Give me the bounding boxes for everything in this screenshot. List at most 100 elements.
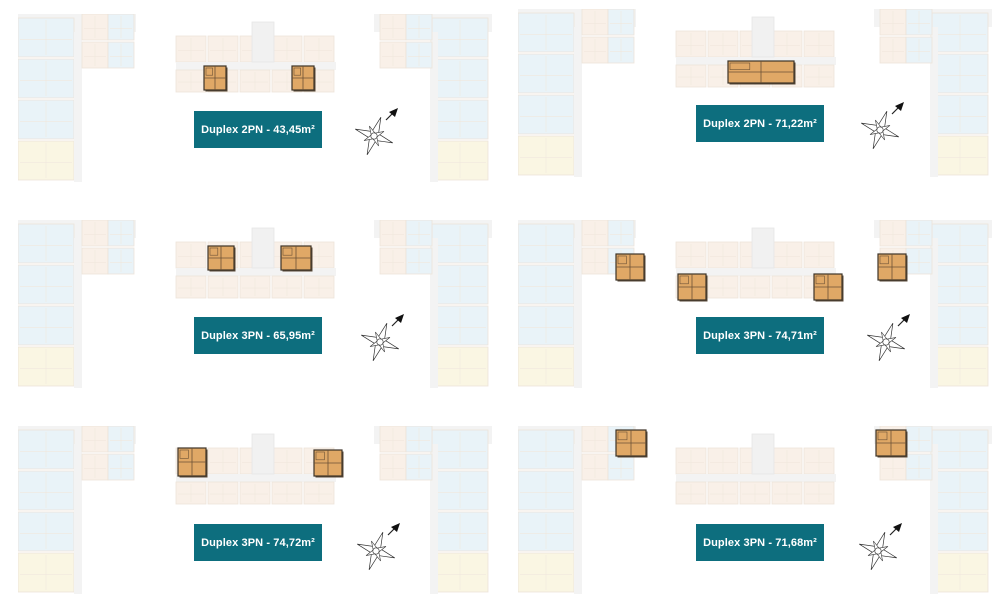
- floorplan-diagram: [518, 220, 992, 388]
- stair-core: [251, 21, 275, 63]
- apartment-unit: [239, 69, 271, 93]
- apartment-unit: [771, 30, 803, 58]
- apartment-unit: [739, 481, 771, 505]
- apartment-unit: [239, 275, 271, 299]
- apartment-unit: [175, 241, 207, 269]
- apartment-unit: [581, 220, 609, 247]
- apartment-unit: [18, 511, 75, 552]
- unit-type-label: Duplex 3PN - 74,72m²: [194, 524, 322, 561]
- apartment-unit: [931, 264, 989, 305]
- apartment-unit: [405, 426, 433, 453]
- highlighted-unit: [875, 429, 908, 458]
- faded-floorplan: [518, 426, 992, 594]
- apartment-unit: [905, 220, 933, 247]
- corridor: [74, 444, 82, 594]
- apartment-unit: [675, 64, 707, 88]
- apartment-unit: [675, 241, 707, 269]
- apartment-unit: [803, 447, 835, 475]
- compass-rose-icon: [861, 102, 904, 149]
- apartment-unit: [379, 14, 407, 41]
- apartment-unit: [931, 346, 989, 387]
- apartment-unit: [931, 511, 989, 552]
- apartment-unit: [931, 94, 989, 135]
- compass-star-minor: [365, 540, 387, 562]
- highlighted-unit: [313, 449, 344, 478]
- apartment-unit: [607, 220, 635, 247]
- apartment-unit: [518, 305, 575, 346]
- apartment-unit: [518, 53, 575, 94]
- apartment-unit: [518, 552, 575, 593]
- north-arrow-icon: [395, 314, 404, 323]
- apartment-unit: [207, 35, 239, 63]
- apartment-unit: [607, 9, 635, 36]
- apartment-unit: [431, 552, 489, 593]
- apartment-unit: [581, 426, 609, 453]
- apartment-unit: [931, 135, 989, 176]
- highlighted-unit: [877, 253, 908, 282]
- corridor: [676, 268, 836, 276]
- corridor: [574, 27, 582, 177]
- apartment-unit: [175, 275, 207, 299]
- apartment-unit: [581, 9, 609, 36]
- faded-floorplan: [518, 9, 992, 177]
- corridor: [430, 444, 438, 594]
- stair-core: [751, 227, 775, 269]
- apartment-unit: [707, 241, 739, 269]
- floorplan-diagram: [18, 14, 492, 182]
- apartment-unit: [175, 35, 207, 63]
- apartment-unit: [239, 481, 271, 505]
- floorplan-panel-4: Duplex 3PN - 74,71m²: [518, 220, 1004, 410]
- floorplan-diagram: [518, 9, 992, 177]
- apartment-unit: [207, 447, 239, 475]
- apartment-unit: [431, 264, 489, 305]
- corridor: [930, 27, 938, 177]
- apartment-unit: [931, 470, 989, 511]
- apartment-unit: [431, 140, 489, 181]
- floorplan-diagram: [518, 426, 992, 594]
- apartment-unit: [107, 220, 135, 247]
- faded-floorplan: [18, 14, 492, 182]
- apartment-unit: [18, 429, 75, 470]
- apartment-unit: [431, 511, 489, 552]
- apartment-unit: [81, 41, 109, 69]
- apartment-unit: [771, 275, 803, 299]
- apartment-unit: [379, 426, 407, 453]
- apartment-unit: [931, 12, 989, 53]
- apartment-unit: [905, 9, 933, 36]
- apartment-unit: [518, 264, 575, 305]
- apartment-unit: [207, 275, 239, 299]
- compass-star-minor: [869, 119, 891, 141]
- apartment-unit: [431, 305, 489, 346]
- apartment-unit: [271, 481, 303, 505]
- compass-center: [876, 126, 884, 134]
- apartment-unit: [518, 135, 575, 176]
- highlighted-unit: [677, 273, 708, 302]
- corridor: [574, 444, 582, 594]
- apartment-unit: [771, 481, 803, 505]
- apartment-unit: [379, 453, 407, 481]
- compass-center: [370, 132, 378, 140]
- apartment-unit: [431, 58, 489, 99]
- apartment-unit: [879, 220, 907, 247]
- apartment-unit: [905, 426, 933, 453]
- stair-core: [251, 433, 275, 475]
- highlighted-unit: [291, 65, 316, 92]
- apartment-unit: [518, 94, 575, 135]
- apartment-unit: [675, 30, 707, 58]
- unit-type-label: Duplex 3PN - 74,71m²: [696, 317, 824, 354]
- compass-star-minor: [875, 331, 897, 353]
- apartment-unit: [405, 14, 433, 41]
- corridor: [176, 474, 336, 482]
- highlighted-unit: [280, 245, 313, 272]
- apartment-unit: [175, 69, 207, 93]
- corridor: [430, 238, 438, 388]
- north-arrow-icon: [901, 314, 910, 323]
- corridor: [574, 238, 582, 388]
- compass-star-minor: [867, 540, 889, 562]
- apartment-unit: [931, 305, 989, 346]
- apartment-unit: [879, 453, 907, 481]
- apartment-unit: [803, 481, 835, 505]
- apartment-unit: [271, 275, 303, 299]
- apartment-unit: [81, 247, 109, 275]
- apartment-unit: [905, 247, 933, 275]
